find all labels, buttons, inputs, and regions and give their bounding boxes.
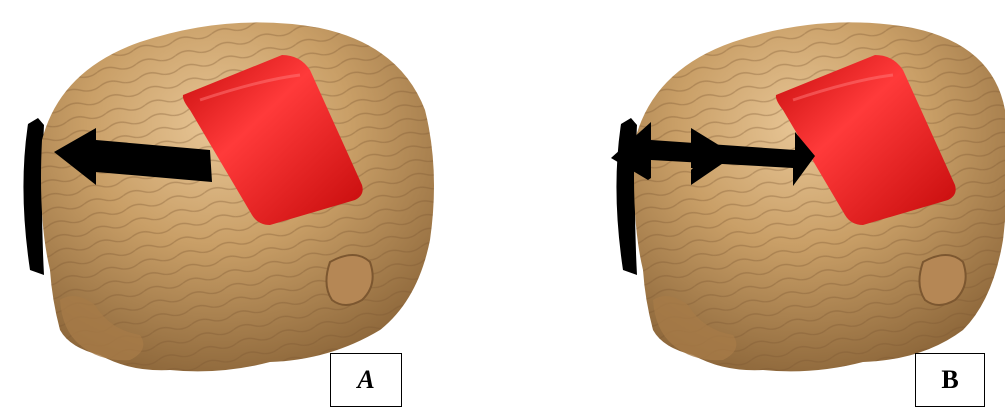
ear (919, 255, 965, 305)
ear (326, 255, 372, 305)
panel-label-box: A (330, 353, 402, 407)
head-model-b (503, 0, 1005, 407)
head-model-a (0, 0, 502, 407)
panel-a: A (0, 0, 502, 407)
panel-b: B (503, 0, 1005, 407)
black-electrode-pad (23, 118, 44, 275)
panel-label: A (357, 365, 374, 395)
panel-label-box: B (915, 353, 985, 407)
panel-label: B (941, 365, 958, 395)
